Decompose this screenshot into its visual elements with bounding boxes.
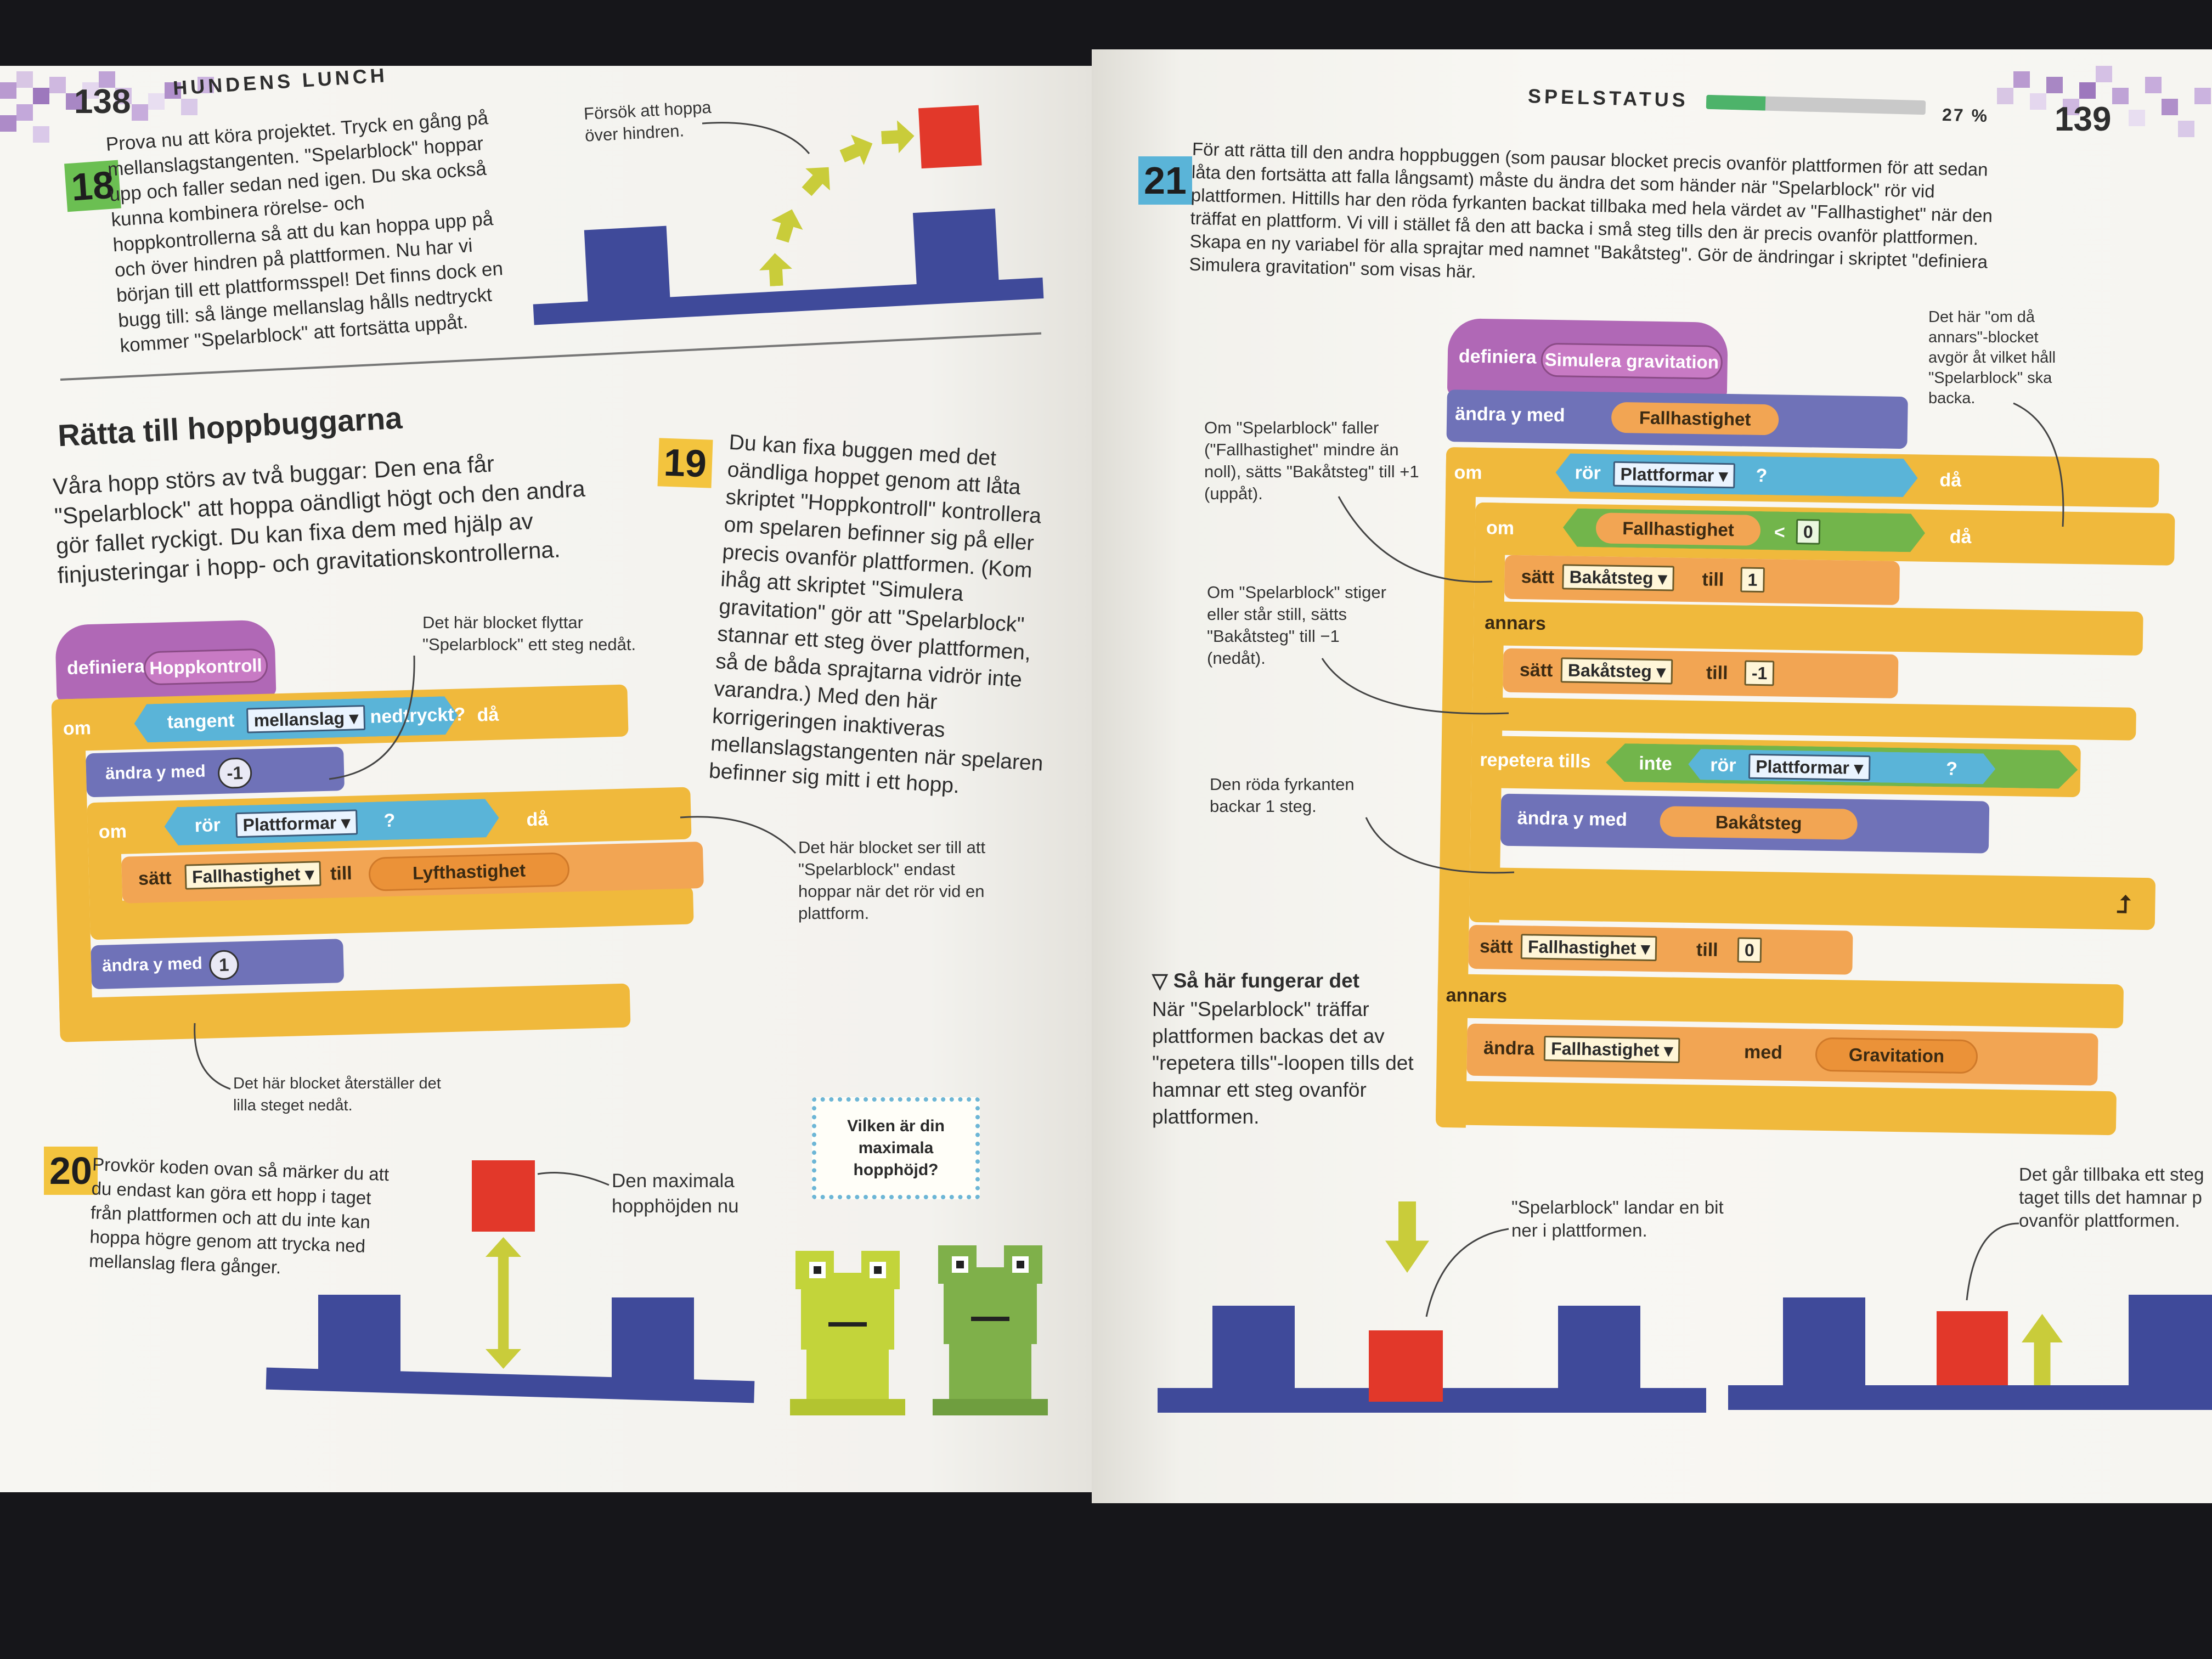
arrow-falls xyxy=(1338,496,1493,583)
note-lands: "Spelarblock" landar en bit ner i plattf… xyxy=(1511,1197,1724,1240)
arrow-moves-down xyxy=(329,655,415,780)
note-ifelse: Det här "om då annars"-blocket avgör åt … xyxy=(1928,308,2056,407)
platform-illustration-20 xyxy=(266,1160,760,1432)
platform-base-21b xyxy=(1728,1385,2212,1410)
obstacle-right-21a xyxy=(1558,1306,1640,1393)
note-falls: Om "Spelarblock" faller ("Fallhastighet"… xyxy=(1204,418,1419,503)
note-restores: Det här blocket återställer det lilla st… xyxy=(233,1075,441,1114)
max-height-note: Den maximala hopphöjden nu xyxy=(612,1170,739,1217)
note-backs: Den röda fyrkanten backar 1 steg. xyxy=(1210,775,1355,816)
obstacle-left-20 xyxy=(318,1295,400,1383)
note-goes-back: Det går tillbaka ett steg taget tills de… xyxy=(2019,1164,2204,1231)
right-page-number: 139 xyxy=(2055,100,2112,138)
obstacle-left-21b xyxy=(1783,1297,1865,1388)
note-rises: Om "Spelarblock" stiger eller står still… xyxy=(1207,583,1386,668)
obstacle-right-20 xyxy=(612,1297,694,1385)
right-header-pixel-band xyxy=(1997,66,2212,154)
arrow-backs xyxy=(1365,817,1515,874)
how-it-works-text: När "Spelarblock" träffar plattformen ba… xyxy=(1152,998,1414,1128)
landing-square xyxy=(1369,1330,1443,1402)
arrow-ifelse xyxy=(2013,402,2064,527)
triangle-icon: ▽ xyxy=(1152,969,1173,992)
note-checks: Det här blocket ser till att "Spelarbloc… xyxy=(798,838,986,923)
arrow-lands xyxy=(1425,1228,1509,1317)
note-moves-down: Det här blocket flyttar "Spelarblock" et… xyxy=(422,613,636,654)
arrow-max-height xyxy=(537,1172,610,1186)
left-page-number: 138 xyxy=(74,83,131,121)
speech-bubble: Vilken är din maximala hopphöjd? xyxy=(812,1097,980,1199)
arrow-try-jump xyxy=(702,122,810,154)
frog-yellow xyxy=(790,1251,905,1426)
step-20-number: 20 xyxy=(44,1147,98,1195)
backed-square xyxy=(1937,1311,2008,1385)
left-header-pixel-band xyxy=(0,71,384,154)
how-it-works-title-text: Så här fungerar det xyxy=(1173,969,1359,992)
max-height-square xyxy=(472,1160,535,1232)
obstacle-right-21b xyxy=(2129,1295,2212,1388)
frog-green xyxy=(933,1245,1048,1426)
arrow-goes-back xyxy=(1966,1222,2019,1301)
arrow-checks xyxy=(680,816,797,854)
arrow-restores xyxy=(194,1023,231,1090)
arrow-rises xyxy=(1321,658,1509,715)
back-step-illustration xyxy=(1728,1295,2212,1421)
how-it-works-title: ▽ Så här fungerar det xyxy=(1152,968,1359,994)
obstacle-left-21a xyxy=(1212,1306,1295,1393)
step-21-number: 21 xyxy=(1138,156,1192,205)
